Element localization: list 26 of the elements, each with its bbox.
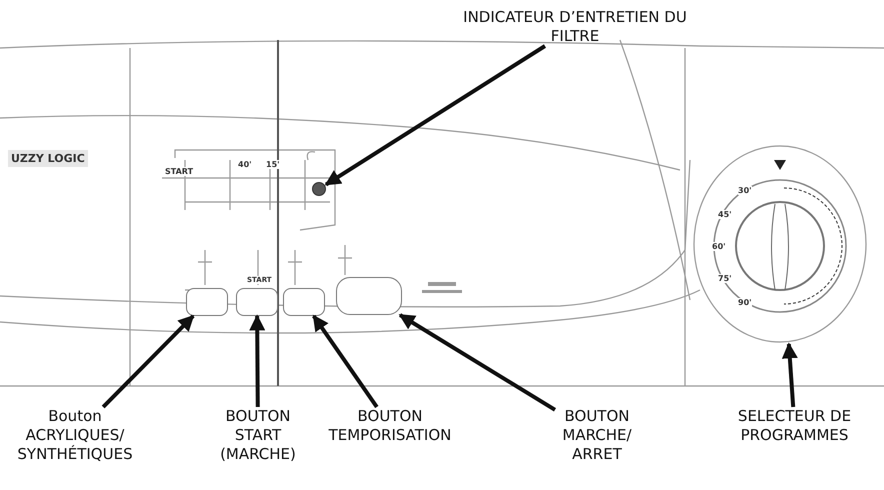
- push-button: [336, 277, 402, 315]
- panel-marking: 15': [266, 160, 280, 169]
- callout-text: Bouton ACRYLIQUES/ SYNTHÉTIQUES: [10, 407, 140, 464]
- indicator-light: [312, 182, 326, 196]
- push-button: [283, 288, 325, 316]
- callout-text: BOUTON MARCHE/ ARRET: [555, 407, 639, 464]
- arrow: [324, 44, 546, 186]
- dial-marking: 90': [738, 298, 752, 307]
- arrow: [249, 314, 266, 408]
- arrow: [102, 314, 195, 408]
- dial-marking: 60': [712, 242, 726, 251]
- dial-marking: 75': [718, 274, 732, 283]
- push-button: [236, 288, 278, 316]
- panel-text: UZZY LOGIC: [8, 150, 88, 167]
- callout-text: BOUTON START (MARCHE): [218, 407, 298, 464]
- callout-text: BOUTON TEMPORISATION: [320, 407, 460, 445]
- push-button: [186, 288, 228, 316]
- dial-marking: 45': [718, 210, 732, 219]
- dial-marking: 30': [738, 186, 752, 195]
- arrow: [398, 313, 556, 412]
- panel-marking: 40': [238, 160, 252, 169]
- arrow: [312, 314, 378, 408]
- callout-text: SELECTEUR DE PROGRAMMES: [712, 407, 877, 445]
- arrow: [782, 342, 798, 408]
- callout-text: INDICATEUR D’ENTRETIEN DU FILTRE: [455, 8, 695, 46]
- panel-marking: START: [165, 167, 194, 176]
